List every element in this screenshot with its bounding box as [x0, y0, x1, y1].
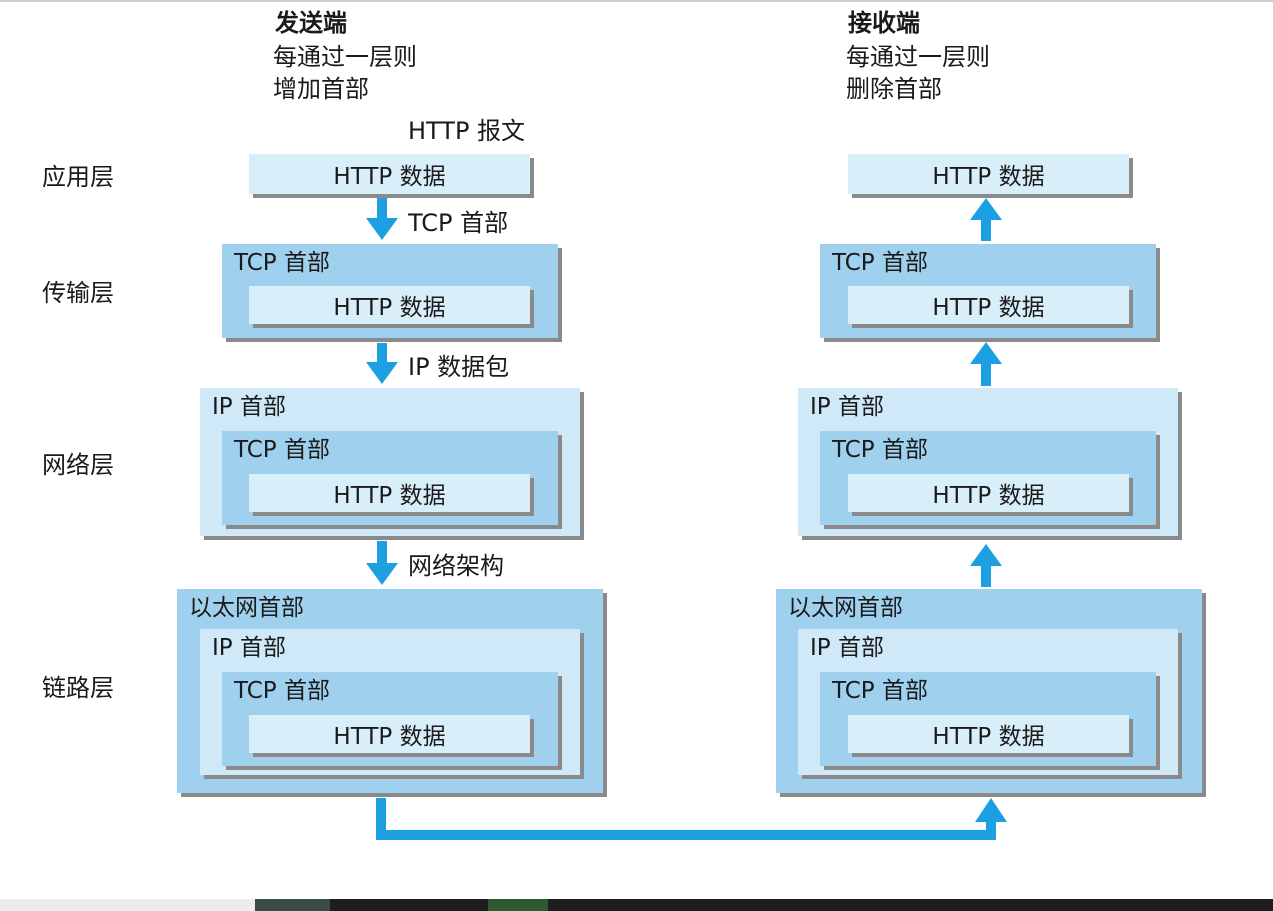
- up-arrow-icon: [970, 198, 1002, 241]
- annotation-http-message: HTTP 报文: [408, 117, 526, 145]
- sender-transport-tcp-segment: TCP 首部 HTTP 数据: [222, 244, 558, 338]
- http-data-label: HTTP 数据: [932, 724, 1045, 750]
- tcp-header-label: TCP 首部: [832, 250, 928, 276]
- tcp-header-label: TCP 首部: [234, 437, 330, 463]
- physical-link-arrow-icon: [376, 798, 1007, 840]
- sender-desc-line1: 每通过一层则: [273, 43, 417, 71]
- bottom-strip: [0, 899, 1273, 911]
- sender-desc-line2: 增加首部: [273, 75, 369, 103]
- down-arrow-icon: [366, 541, 398, 585]
- ip-header-label: IP 首部: [810, 394, 884, 420]
- ip-header-label: IP 首部: [212, 635, 286, 661]
- annotation-ip-packet: IP 数据包: [408, 353, 510, 381]
- http-data-label: HTTP 数据: [932, 483, 1045, 509]
- sender-title: 发送端: [275, 9, 347, 37]
- down-arrow-icon: [366, 343, 398, 384]
- receiver-link-http-data: HTTP 数据: [848, 715, 1129, 753]
- http-data-label: HTTP 数据: [932, 164, 1045, 190]
- ethernet-header-label: 以太网首部: [189, 595, 304, 621]
- receiver-link-tcp-segment: TCP 首部 HTTP 数据: [820, 672, 1156, 766]
- sender-network-http-data: HTTP 数据: [249, 474, 530, 512]
- up-arrow-icon: [970, 544, 1002, 587]
- receiver-transport-tcp-segment: TCP 首部 HTTP 数据: [820, 244, 1156, 338]
- sender-network-ip-packet: IP 首部 TCP 首部 HTTP 数据: [200, 388, 580, 536]
- receiver-network-tcp-segment: TCP 首部 HTTP 数据: [820, 431, 1156, 525]
- receiver-title: 接收端: [848, 9, 920, 37]
- top-border: [0, 0, 1273, 2]
- tcp-header-label: TCP 首部: [234, 250, 330, 276]
- receiver-link-ethernet-frame: 以太网首部 IP 首部 TCP 首部 HTTP 数据: [776, 589, 1202, 793]
- ip-header-label: IP 首部: [810, 635, 884, 661]
- annotation-tcp-header: TCP 首部: [408, 209, 509, 237]
- layer-label-network: 网络层: [42, 451, 114, 479]
- tcp-header-label: TCP 首部: [832, 437, 928, 463]
- http-data-label: HTTP 数据: [333, 164, 446, 190]
- tcp-header-label: TCP 首部: [234, 678, 330, 704]
- layer-label-link: 链路层: [42, 674, 114, 702]
- receiver-desc-line1: 每通过一层则: [846, 43, 990, 71]
- receiver-network-ip-packet: IP 首部 TCP 首部 HTTP 数据: [798, 388, 1178, 536]
- receiver-link-ip-packet: IP 首部 TCP 首部 HTTP 数据: [798, 629, 1178, 775]
- sender-link-http-data: HTTP 数据: [249, 715, 530, 753]
- sender-network-tcp-segment: TCP 首部 HTTP 数据: [222, 431, 558, 525]
- layer-label-transport: 传输层: [42, 279, 114, 307]
- sender-link-ip-packet: IP 首部 TCP 首部 HTTP 数据: [200, 629, 580, 775]
- http-data-label: HTTP 数据: [333, 295, 446, 321]
- receiver-app-http-data: HTTP 数据: [848, 154, 1129, 194]
- ethernet-header-label: 以太网首部: [788, 595, 903, 621]
- sender-link-ethernet-frame: 以太网首部 IP 首部 TCP 首部 HTTP 数据: [177, 589, 603, 793]
- http-data-label: HTTP 数据: [333, 483, 446, 509]
- receiver-network-http-data: HTTP 数据: [848, 474, 1129, 512]
- receiver-desc-line2: 删除首部: [846, 75, 942, 103]
- sender-transport-http-data: HTTP 数据: [249, 286, 530, 324]
- sender-app-http-data: HTTP 数据: [249, 154, 530, 194]
- layer-label-application: 应用层: [42, 163, 114, 191]
- receiver-transport-http-data: HTTP 数据: [848, 286, 1129, 324]
- sender-link-tcp-segment: TCP 首部 HTTP 数据: [222, 672, 558, 766]
- ip-header-label: IP 首部: [212, 394, 286, 420]
- down-arrow-icon: [366, 198, 398, 240]
- tcp-header-label: TCP 首部: [832, 678, 928, 704]
- http-data-label: HTTP 数据: [932, 295, 1045, 321]
- up-arrow-icon: [970, 342, 1002, 386]
- annotation-network-architecture: 网络架构: [408, 552, 504, 580]
- http-data-label: HTTP 数据: [333, 724, 446, 750]
